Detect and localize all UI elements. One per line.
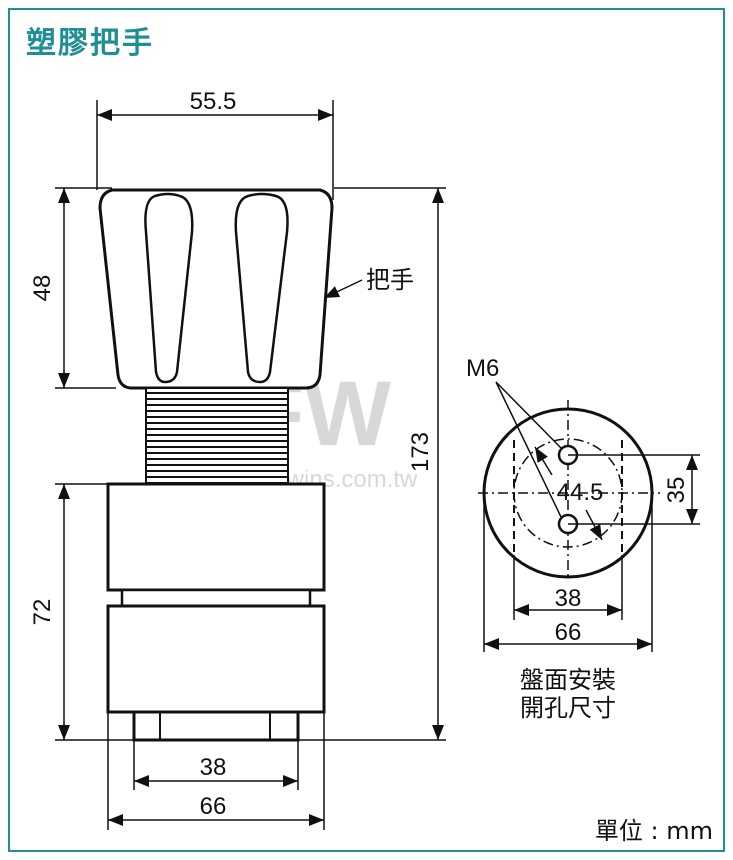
screw-label: M6	[466, 355, 499, 382]
dim-total-height-label: 173	[407, 432, 434, 472]
body-lower	[106, 604, 326, 714]
dim-top-width-label: 55.5	[190, 88, 237, 115]
dim-bottom-inner-label: 38	[200, 754, 227, 781]
drawing-frame	[8, 8, 725, 852]
dim-cut-height-label: 35	[663, 477, 690, 504]
dim-knob-height-label: 48	[29, 275, 56, 302]
hole-spacing-label: 44.5	[557, 479, 604, 506]
handle-label: 把手	[366, 266, 414, 294]
dim-bottom-outer-label: 66	[200, 793, 227, 820]
panel-caption-line2: 開孔尺寸	[520, 694, 616, 722]
page-title: 塑膠把手	[26, 26, 154, 61]
dim-body-height-label: 72	[29, 599, 56, 626]
threaded-neck	[145, 387, 289, 485]
dim-outer-diameter-label: 66	[555, 619, 582, 646]
panel-caption-line1: 盤面安裝	[520, 666, 616, 694]
body-upper	[106, 482, 326, 592]
knob-grip-right	[234, 192, 289, 384]
handle-leader	[323, 279, 363, 299]
knob-body	[98, 188, 334, 390]
bottom-stem	[132, 710, 300, 742]
body-groove	[120, 588, 312, 608]
unit-label: 單位 : mm	[594, 817, 713, 845]
dim-cut-width-label: 38	[555, 585, 582, 612]
knob-grip-left	[144, 192, 194, 384]
side-view	[55, 100, 446, 830]
panel-view	[478, 381, 700, 652]
